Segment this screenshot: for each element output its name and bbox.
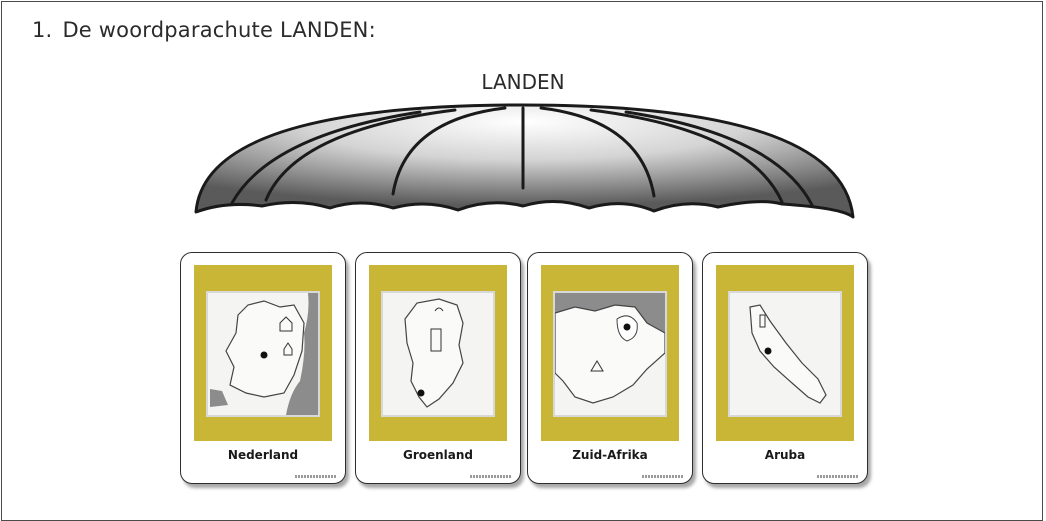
exercise-heading: 1. De woordparachute LANDEN: — [32, 18, 376, 42]
map-nederland-icon — [206, 291, 320, 417]
card-footnote — [817, 475, 859, 478]
card-label: Zuid-Afrika — [572, 448, 648, 462]
card-nederland: Nederland — [180, 252, 346, 484]
map-groenland-icon — [381, 291, 495, 417]
parachute-icon — [194, 103, 855, 219]
card-zuid-afrika: Zuid-Afrika — [527, 252, 693, 484]
map-aruba-icon — [728, 291, 842, 417]
card-aruba: Aruba — [702, 252, 868, 484]
card-panel — [369, 265, 507, 441]
card-groenland: Groenland — [355, 252, 521, 484]
card-footnote — [470, 475, 512, 478]
card-label: Groenland — [402, 448, 474, 462]
card-footnote — [642, 475, 684, 478]
card-label: Aruba — [764, 448, 806, 462]
exercise-number: 1. — [32, 18, 53, 42]
card-footnote — [295, 475, 337, 478]
card-label: Nederland — [227, 448, 299, 462]
card-panel — [541, 265, 679, 441]
exercise-title: De woordparachute LANDEN: — [62, 18, 376, 42]
parachute-label: LANDEN — [481, 70, 565, 94]
card-panel — [194, 265, 332, 441]
card-panel — [716, 265, 854, 441]
map-zuid-afrika-icon — [553, 291, 667, 417]
